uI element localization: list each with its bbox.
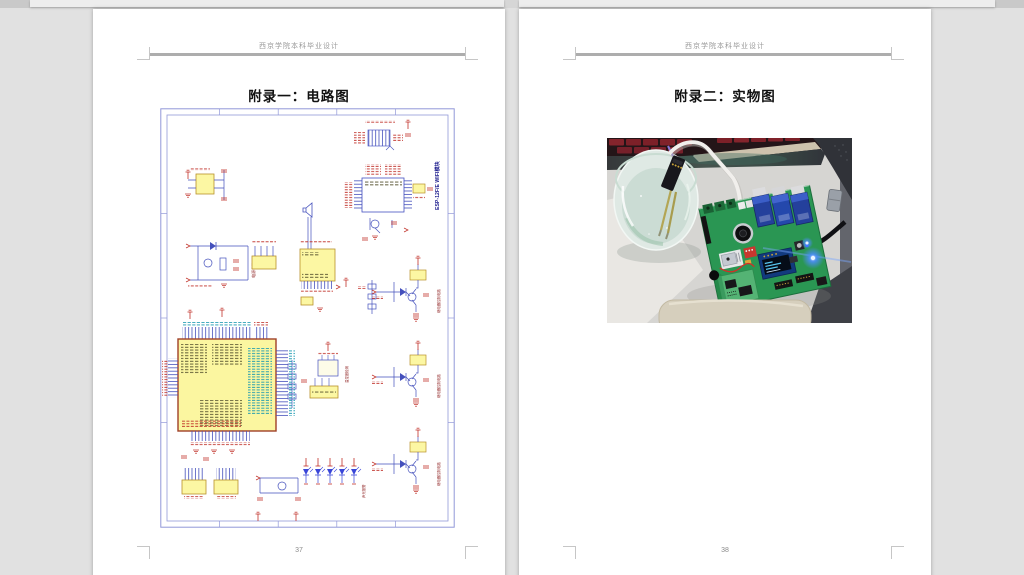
esp-module-label: ESP-12F/E WIFI模块: [433, 160, 441, 210]
speaker-grille-dots: [834, 144, 848, 161]
daughter-board: [716, 268, 760, 307]
text-margin-mark-bottom-right: [465, 546, 478, 559]
previous-page-left-edge: [30, 0, 504, 7]
temp-humidity-block: [309, 341, 339, 399]
text-margin-mark-bottom-left: [563, 546, 576, 559]
connector-4pin: [251, 240, 277, 270]
bottom-right-dark-object: [807, 266, 852, 323]
text-margin-mark-top-left: [137, 47, 150, 60]
esp-wifi-module-circuit: [344, 119, 434, 241]
desk-edge-bar: [693, 142, 821, 162]
relay-modules: [751, 184, 814, 228]
previous-page-row-strip: [0, 0, 1024, 8]
buzzer-driver-circuit: [299, 202, 349, 312]
document-page-38[interactable]: 西京学院本科毕业设计 附录二：实物图: [519, 9, 931, 575]
relay2-label: 继电器控制电路: [436, 374, 441, 398]
relay3-label: 继电器控制电路: [436, 462, 441, 486]
control-board: [698, 184, 832, 311]
mcu-block: [162, 307, 295, 461]
page-header-text: 西京学院本科毕业设计: [259, 43, 339, 50]
page-header-rule: [149, 53, 465, 56]
circuit-diagram-figure[interactable]: 电源电路: [160, 108, 455, 528]
page-header-text: 西京学院本科毕业设计: [685, 43, 765, 50]
glass-shadow: [617, 241, 701, 263]
regulator-symbol: [184, 168, 228, 201]
usb-dongle: [826, 188, 843, 212]
bottom-connectors: [181, 468, 239, 499]
sensor-label: 温湿度检测: [344, 365, 349, 383]
page-header-rule: [575, 53, 891, 56]
frame-ticks: [161, 109, 454, 527]
page-number-38: 38: [721, 547, 729, 554]
appendix2-title: 附录二：实物图: [674, 89, 776, 104]
power-circuit: [185, 242, 249, 288]
text-margin-mark-top-right: [465, 47, 478, 60]
text-margin-mark-bottom-right: [891, 546, 904, 559]
document-page-37[interactable]: 西京学院本科毕业设计 附录一：电路图: [93, 9, 505, 575]
oled-display: [757, 247, 797, 280]
product-photo-image: [607, 138, 852, 323]
circuit-diagram-image: 电源电路: [160, 108, 455, 528]
page-number-37: 37: [295, 547, 303, 554]
relay1-label: 继电器控制电路: [436, 289, 441, 313]
product-photo-figure[interactable]: [607, 138, 852, 323]
hinge-reflection: [677, 153, 787, 165]
appendix1-title: 附录一：电路图: [248, 89, 350, 104]
alarm-label: 声光报警: [361, 484, 366, 498]
dip-switch: [743, 246, 758, 259]
previous-page-right-edge: [519, 0, 995, 7]
text-margin-mark-top-right: [891, 47, 904, 60]
beige-object: [658, 299, 812, 323]
esp-module: [718, 249, 744, 270]
viewer-background-corner-right: [995, 0, 1024, 8]
red-jumper-wire: [719, 262, 755, 273]
power-circuit-label: 电源电路: [250, 262, 256, 278]
viewer-background-corner-left: [0, 0, 30, 8]
moisture-sensor: [658, 145, 686, 240]
bottom-driver-circuit: [255, 475, 302, 501]
laptop-corner: [813, 138, 852, 200]
text-margin-mark-bottom-left: [137, 546, 150, 559]
electret-mic: [709, 270, 720, 281]
water-glass: [613, 149, 699, 251]
text-margin-mark-top-left: [563, 47, 576, 60]
sensor-cable: [667, 140, 742, 202]
